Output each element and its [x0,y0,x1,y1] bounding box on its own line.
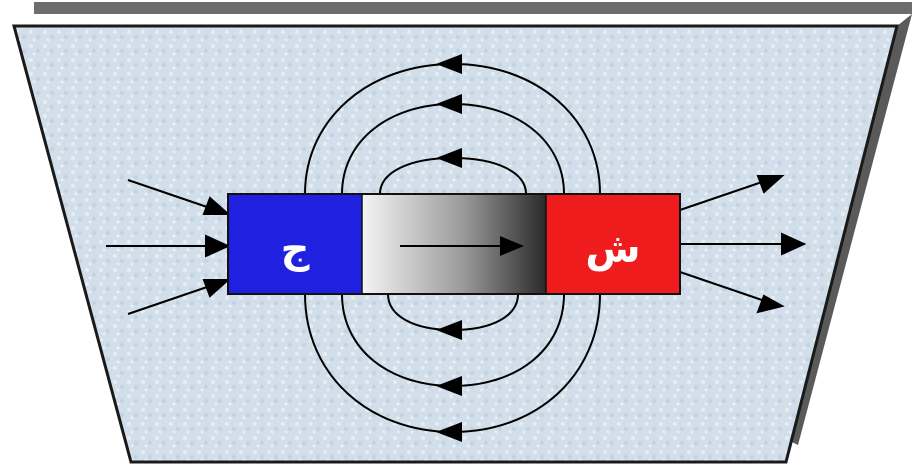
north-pole-label: ش [585,226,640,272]
bar-magnet: ج ش [228,194,680,294]
south-pole-label: ج [281,226,310,272]
board-shadow [34,2,912,14]
